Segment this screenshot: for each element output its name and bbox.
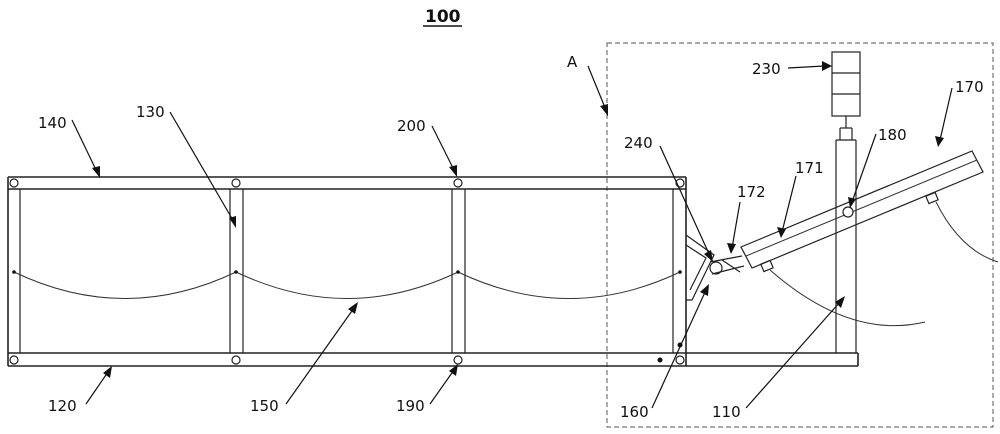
label-140: 140 — [38, 114, 67, 132]
label-170: 170 — [955, 78, 984, 96]
label-200: 200 — [397, 117, 426, 135]
bottom-rail — [8, 352, 859, 367]
label-172: 172 — [737, 183, 766, 201]
label-190: 190 — [396, 397, 425, 415]
hinge-pivot — [709, 261, 723, 275]
label-240: 240 — [624, 134, 653, 152]
label-a: A — [567, 53, 578, 71]
label-230: 230 — [752, 60, 781, 78]
label-150: 150 — [250, 397, 279, 415]
figure-title: 100 — [425, 7, 461, 27]
label-120: 120 — [48, 397, 77, 415]
sagging-cable — [12, 270, 682, 299]
swing-arc-upper — [935, 201, 999, 263]
label-180: 180 — [878, 126, 907, 144]
vertical-post-1 — [229, 189, 244, 353]
label-130: 130 — [136, 103, 165, 121]
label-110: 110 — [712, 403, 741, 421]
sensor — [842, 206, 854, 218]
label-160: 160 — [620, 403, 649, 421]
top-holes — [9, 178, 685, 188]
inclined-arm — [740, 150, 984, 273]
swing-arc-lower — [769, 269, 926, 327]
bracket — [685, 234, 715, 301]
label-171: 171 — [795, 159, 824, 177]
vertical-post-2 — [451, 189, 466, 353]
bottom-holes — [9, 342, 685, 365]
detail-box-a — [606, 42, 994, 428]
connecting-link — [709, 255, 745, 275]
left-end-post — [7, 177, 21, 366]
top-rail — [8, 176, 686, 190]
vertical-column — [835, 127, 857, 353]
indicator-light — [831, 51, 861, 128]
